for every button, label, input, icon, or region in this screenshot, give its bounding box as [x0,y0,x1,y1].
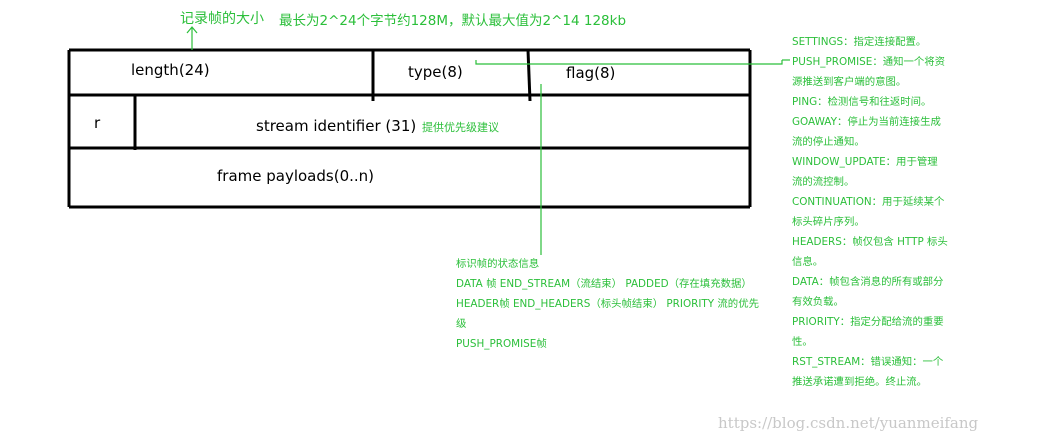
length-pointer-arrowhead [186,26,198,34]
type-pointer-line [475,60,783,65]
length-note-detail: 最长为2^24个字节约128M，默认最大值为2^14 128kb [279,13,626,29]
length-field-label: length(24) [131,61,210,79]
annotation-lines [186,26,790,255]
flag-note-line: PUSH_PROMISE帧 [456,338,547,350]
flag-note-line: DATA 帧 END_STREAM（流结束） PADDED（存在填充数据） [456,278,752,290]
stream-identifier-label: stream identifier (31) [256,117,416,135]
type-note-line: 标头碎片序列。 [792,216,865,228]
type-note-line: PUSH_PROMISE：通知一个将资 [792,56,946,68]
type-note-line: PING：检测信号和往返时间。 [792,96,932,108]
type-note-line: PRIORITY：指定分配给流的重要 [792,316,944,328]
stream-identifier-note: 提供优先级建议 [422,120,499,134]
flag-field-label: flag(8) [566,64,615,82]
frame-type-notes: SETTINGS：指定连接配置。 PUSH_PROMISE：通知一个将资 源推送… [792,32,962,392]
type-note-line: 流的流控制。 [792,176,855,188]
type-note-line: HEADERS：帧仅包含 HTTP 标头 [792,236,948,248]
type-note-line: CONTINUATION：用于延续某个 [792,196,945,208]
watermark: https://blog.csdn.net/yuanmeifang [718,414,979,432]
type-note-line: WINDOW_UPDATE：用于管理 [792,156,938,168]
type-field-label: type(8) [408,63,463,81]
type-note-line: 性。 [792,336,813,348]
flag-note-line: HEADER帧 END_HEADERS（标头帧结束） PRIORITY 流的优先 [456,298,759,310]
frame-box [67,48,752,209]
type-note-line: RST_STREAM：错误通知：一个 [792,356,944,368]
type-note-line: 源推送到客户端的意图。 [792,76,907,88]
flag-note-line: 标识帧的状态信息 [456,258,540,270]
type-note-line: 流的停止通知。 [792,136,865,148]
flag-notes: 标识帧的状态信息 DATA 帧 END_STREAM（流结束） PADDED（存… [456,254,786,354]
flag-note-line: 级 [456,318,467,330]
type-note-line: GOAWAY：停止为当前连接生成 [792,116,941,128]
type-note-line: 推送承诺遭到拒绝。终止流。 [792,376,928,388]
length-note-title: 记录帧的大小 [180,11,264,27]
r-field-label: r [94,114,101,132]
type-flag-divider [526,49,532,102]
type-note-line: 信息。 [792,256,824,268]
type-note-line: 有效负载。 [792,296,844,308]
type-note-line: DATA：帧包含消息的所有或部分 [792,276,944,288]
payload-field-label: frame payloads(0..n) [217,167,374,185]
type-note-line: SETTINGS：指定连接配置。 [792,36,927,48]
